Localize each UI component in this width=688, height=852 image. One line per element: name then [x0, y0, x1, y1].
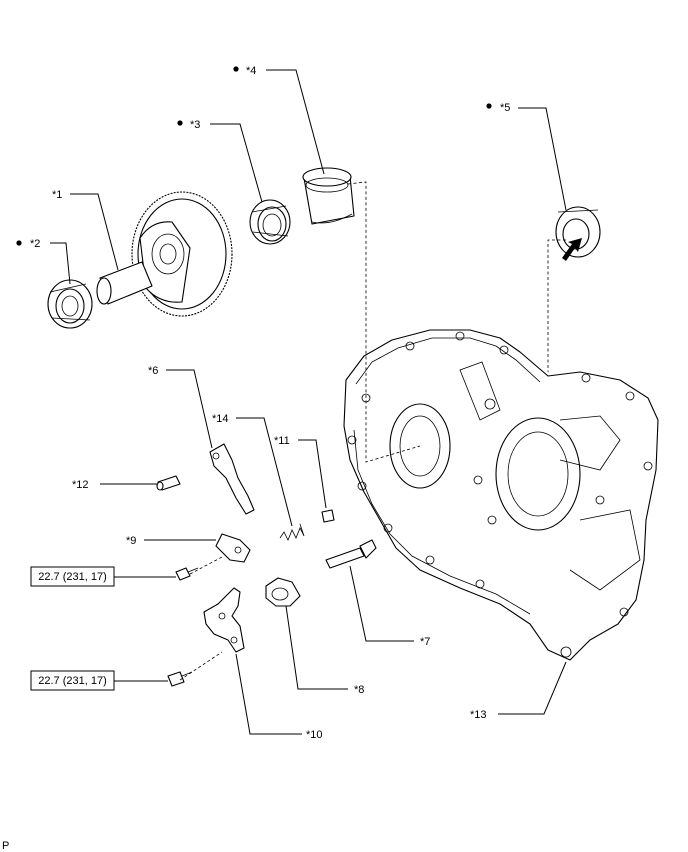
leader-lines [50, 69, 567, 735]
part-bolt-lower [167, 671, 193, 687]
page-mark: P [2, 840, 9, 852]
part-outer-race-4 [302, 167, 355, 225]
bullet-icon [16, 240, 22, 246]
bullet-icon [233, 66, 239, 72]
callout-5: *5 [500, 102, 510, 114]
alignment-lines [179, 181, 566, 681]
bullet-icon [486, 103, 492, 109]
part-plate-9 [215, 533, 251, 563]
callout-4: *4 [246, 65, 256, 77]
callout-11: *11 [274, 435, 290, 447]
part-oil-seal-5 [555, 206, 601, 261]
part-shaft-7 [325, 539, 377, 569]
part-shift-lever-6 [209, 443, 255, 515]
part-bracket-10 [203, 587, 245, 653]
direction-arrow-icon [562, 238, 582, 261]
part-pin-12 [156, 475, 181, 491]
part-differential-assembly-1 [96, 191, 233, 317]
part-bolt-upper [175, 567, 199, 581]
callout-6: *6 [148, 365, 158, 377]
part-bearing-2 [47, 279, 93, 329]
callout-labels: *4 *3 *1 *2 *5 *6 *14 *11 *12 *9 *7 *8 *… [30, 65, 510, 741]
part-cam-8 [265, 577, 301, 607]
part-pin-11 [321, 509, 335, 523]
callout-8: *8 [354, 684, 364, 696]
part-transaxle-housing-13 [343, 329, 659, 661]
callout-3: *3 [190, 119, 200, 131]
callout-2: *2 [30, 238, 40, 250]
bullet-markers [16, 66, 492, 246]
callout-12: *12 [72, 479, 89, 491]
callout-1: *1 [52, 189, 62, 201]
callout-13: *13 [470, 709, 487, 721]
part-tapered-bearing-3 [249, 199, 291, 245]
callout-10: *10 [306, 729, 323, 741]
torque-spec-upper: 22.7 (231, 17) [30, 566, 115, 587]
bullet-icon [177, 120, 183, 126]
callout-9: *9 [126, 535, 136, 547]
torque-value-upper: 22.7 (231, 17) [38, 571, 107, 583]
part-spring-14 [279, 523, 305, 541]
torque-value-lower: 22.7 (231, 17) [38, 675, 107, 687]
torque-spec-lower: 22.7 (231, 17) [30, 670, 115, 691]
callout-7: *7 [420, 636, 430, 648]
callout-14: *14 [212, 413, 229, 425]
